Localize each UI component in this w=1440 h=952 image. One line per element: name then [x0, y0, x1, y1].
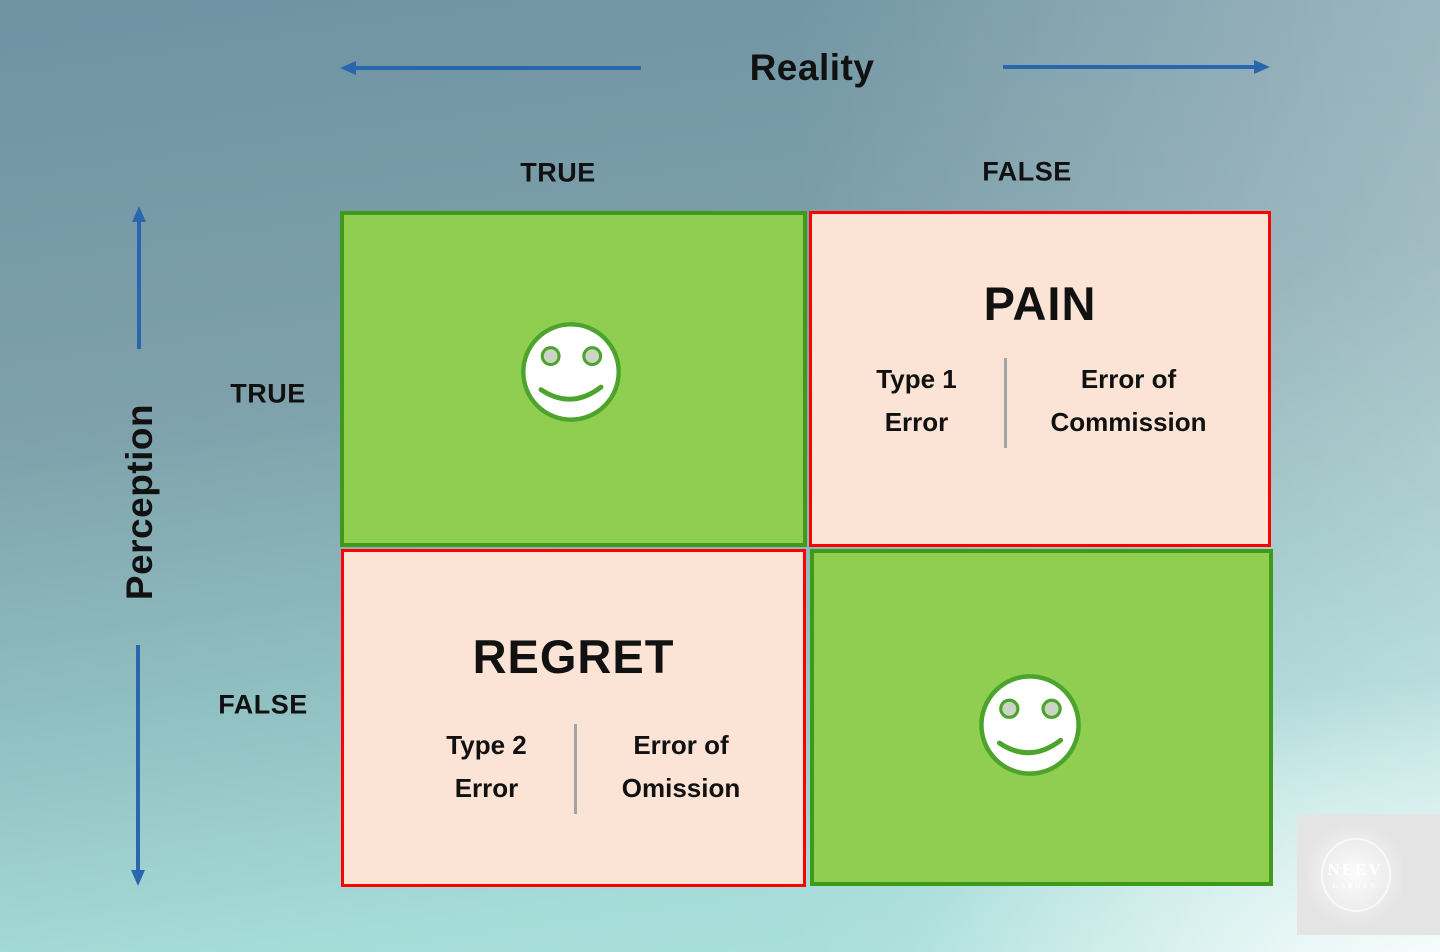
- perception-down-arrow-icon: [130, 645, 146, 887]
- pain-title: PAIN: [983, 277, 1097, 330]
- regret-error-terms: Type 2 Error Error of Omission: [344, 724, 803, 814]
- error-of-commission-term: Error of Commission: [1050, 364, 1207, 437]
- type-2-error-term: Type 2 Error: [446, 730, 527, 803]
- pain-error-terms: Type 1 Error Error of Commission: [812, 358, 1268, 448]
- error-of-omission-term: Error of Omission: [621, 730, 741, 803]
- smiley-face-icon: [979, 674, 1081, 776]
- watermark-badge: NEEV GARDEN: [1297, 814, 1440, 935]
- regret-title: REGRET: [472, 630, 675, 683]
- perception-true-label: TRUE: [230, 378, 306, 409]
- reality-left-arrow-icon: [339, 60, 641, 76]
- watermark-subtext: GARDEN: [1332, 881, 1378, 890]
- reality-true-label: TRUE: [520, 157, 596, 188]
- neev-garden-logo-icon: NEEV GARDEN: [1307, 820, 1403, 930]
- quadrant-false-false: [810, 549, 1273, 886]
- quadrant-true-true: [340, 211, 807, 547]
- watermark-name: NEEV: [1327, 859, 1383, 879]
- reality-axis-title: Reality: [749, 47, 875, 88]
- type-1-error-term: Type 1 Error: [876, 364, 957, 437]
- quadrant-true-false-regret: REGRET Type 2 Error Error of Omission: [341, 549, 806, 887]
- perception-up-arrow-icon: [131, 205, 147, 349]
- quadrant-false-true-pain: PAIN Type 1 Error Error of Commission: [809, 211, 1271, 547]
- perception-false-label: FALSE: [218, 689, 308, 720]
- smiley-face-icon: [521, 322, 621, 422]
- term-divider: [573, 724, 577, 814]
- term-divider: [1003, 358, 1007, 448]
- perception-axis-title: Perception: [119, 403, 160, 601]
- reality-right-arrow-icon: [1003, 59, 1271, 75]
- reality-false-label: FALSE: [982, 156, 1072, 187]
